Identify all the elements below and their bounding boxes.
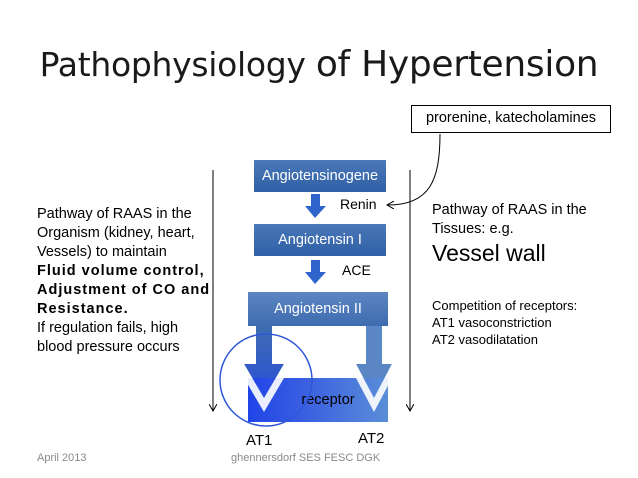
title-part2: of Hypertension — [315, 44, 599, 85]
left-text-bold: Adjustment of CO and — [37, 282, 211, 298]
vessel-wall-heading: Vessel wall — [432, 240, 546, 266]
footer-author: ghennersdorf SES FESC DGK — [231, 452, 381, 464]
angiotensinogen-box: Angiotensinogene — [254, 160, 386, 192]
at2-receptor-notch — [356, 364, 392, 412]
footer-date: April 2013 — [37, 452, 87, 464]
angiotensin1-box: Angiotensin I — [254, 224, 386, 256]
left-text-bold: Fluid volume control, — [37, 263, 205, 279]
right-text-line: Pathway of RAAS in the — [432, 202, 587, 218]
title-part1: Pathophysiology — [39, 45, 316, 84]
right-comp-line: AT1 vasoconstriction — [432, 315, 552, 330]
left-text-line: Organism (kidney, heart, — [37, 225, 195, 241]
left-text-line: blood pressure occurs — [37, 339, 180, 355]
right-comp-line: Competition of receptors: — [432, 298, 578, 313]
at1-highlight-circle — [219, 333, 313, 427]
ace-label: ACE — [342, 262, 371, 278]
receptor-competition: Competition of receptors: AT1 vasoconstr… — [432, 297, 622, 348]
at1-receptor-notch — [244, 364, 284, 412]
left-text-line: Pathway of RAAS in the — [37, 206, 192, 222]
angiotensin2-box: Angiotensin II — [248, 292, 388, 326]
at1-label: AT1 — [246, 432, 273, 449]
ace-block-arrow — [305, 260, 326, 284]
left-text-line: Vessels) to maintain — [37, 244, 167, 260]
slide-title: Pathophysiology of Hypertension — [0, 44, 638, 85]
renin-block-arrow — [305, 194, 326, 218]
renin-label: Renin — [340, 196, 377, 212]
right-text-line: Tissues: e.g. — [432, 221, 514, 237]
prorenin-box: prorenine, katecholamines — [411, 105, 611, 133]
left-text-line: If regulation fails, high — [37, 320, 179, 336]
right-comp-line: AT2 vasodilatation — [432, 332, 538, 347]
right-description: Pathway of RAAS in the Tissues: e.g. — [432, 201, 622, 239]
left-text-bold: Resistance. — [37, 301, 129, 317]
curved-arrow — [388, 133, 441, 205]
at2-label: AT2 — [358, 430, 385, 447]
left-description: Pathway of RAAS in the Organism (kidney,… — [37, 205, 237, 357]
